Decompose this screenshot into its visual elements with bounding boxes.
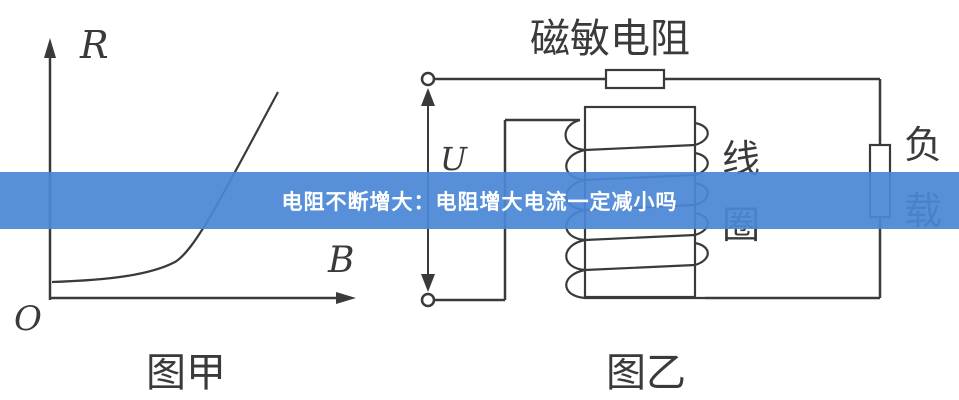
r-b-curve	[51, 91, 279, 284]
magnetoresistor-label: 磁敏电阻	[530, 16, 690, 62]
y-axis-label: R	[79, 23, 109, 67]
caption-b: 图乙	[606, 350, 686, 396]
x-axis-label: B	[327, 240, 354, 281]
origin-label: O	[14, 299, 42, 339]
x-axis-arrow	[336, 292, 356, 304]
terminal-top	[420, 71, 436, 87]
magnetoresistor	[604, 68, 666, 90]
caption-a: 图甲	[146, 350, 226, 396]
graph-a	[44, 38, 356, 304]
load-label-1: 负	[904, 123, 942, 167]
voltage-label: U	[440, 140, 468, 178]
banner-text: 电阻不断增大：电阻增大电流一定减小吗	[281, 189, 678, 214]
y-axis-arrow	[44, 38, 56, 58]
terminal-bottom	[420, 292, 436, 308]
title-banner: 电阻不断增大：电阻增大电流一定减小吗	[0, 172, 959, 229]
